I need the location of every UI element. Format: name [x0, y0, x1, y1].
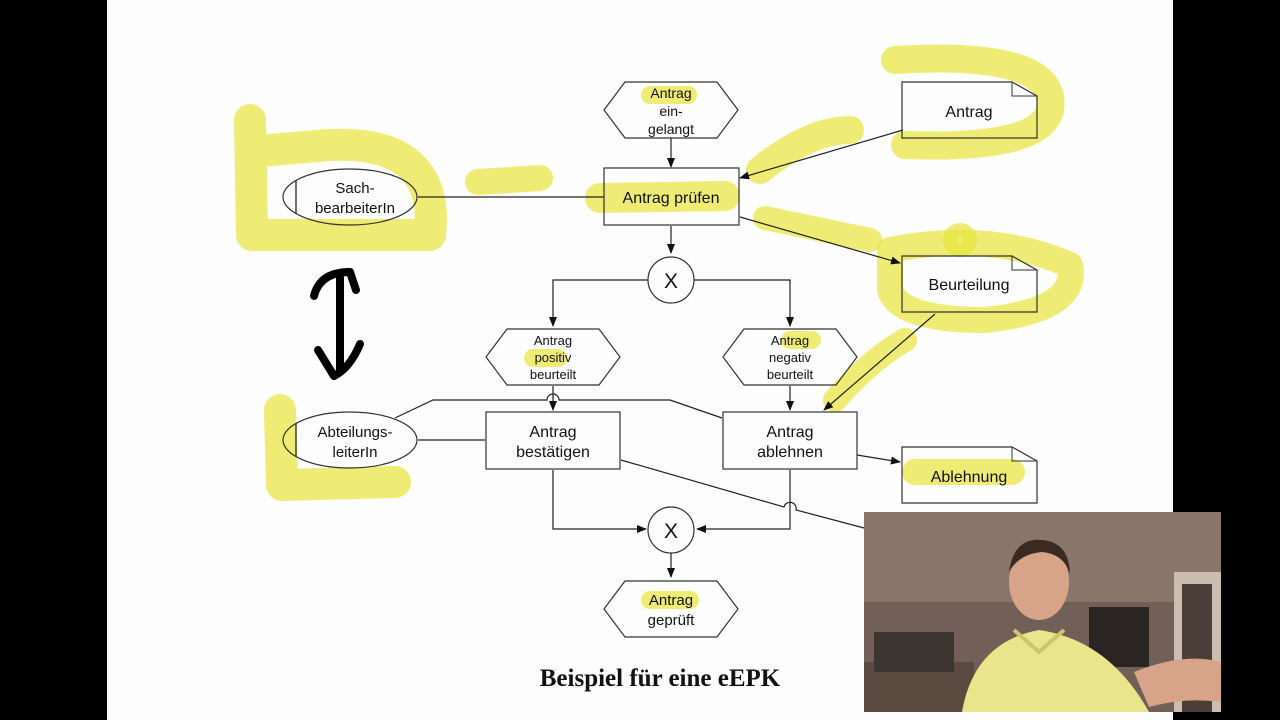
event-start-line2: ein-	[659, 103, 683, 119]
highlight-arrow-antrag	[746, 116, 864, 184]
function-confirm: Antrag bestätigen	[485, 411, 621, 470]
event-start: Antrag ein- gelangt	[603, 81, 739, 139]
connector-antrag-check	[739, 129, 904, 180]
xor-join-label: X	[664, 520, 678, 543]
double-arrow-icon	[310, 268, 364, 380]
org-unit-head: Abteilungs- leiterIn	[282, 411, 418, 469]
connector-head-reject	[394, 393, 723, 419]
org-unit-clerk: Sach- bearbeiterIn	[282, 168, 418, 226]
document-ablehnung: Ablehnung	[901, 446, 1038, 504]
event-start-line1: Antrag	[650, 85, 691, 101]
event-positive-line1: Antrag	[534, 333, 572, 348]
document-antrag-label: Antrag	[945, 104, 992, 121]
highlight-bracket-bottom	[264, 394, 411, 501]
function-check: Antrag prüfen	[603, 167, 740, 226]
xor-split-label: X	[664, 270, 678, 293]
xor-join: X	[647, 506, 695, 554]
connector-confirm-webcam	[620, 459, 865, 529]
highlight-arrow-reject	[823, 328, 917, 412]
document-antrag: Antrag	[901, 81, 1038, 139]
connector-reject-join	[696, 470, 791, 533]
org-unit-clerk-line1: Sach-	[335, 180, 374, 197]
document-ablehnung-label: Ablehnung	[931, 469, 1008, 486]
connector-confirm-join	[552, 470, 647, 533]
connector-beurteilung-reject	[823, 313, 936, 411]
function-check-label: Antrag prüfen	[623, 190, 720, 207]
presenter-video	[864, 512, 1221, 712]
document-beurteilung-label: Beurteilung	[929, 277, 1010, 294]
xor-split: X	[647, 256, 695, 304]
org-unit-head-line2: leiterIn	[332, 444, 377, 461]
connector-xor-negative	[694, 279, 794, 327]
highlight-arrow-beurteilung	[753, 206, 882, 252]
document-beurteilung: Beurteilung	[901, 255, 1038, 313]
connector-reject-ablehnung	[856, 454, 901, 465]
event-negative-line2: negativ	[769, 350, 811, 365]
function-reject-line2: ablehnen	[757, 444, 823, 461]
event-negative: Antrag negativ beurteilt	[722, 328, 858, 386]
presenter-video-icon	[864, 512, 1221, 712]
event-positive: Antrag positiv beurteilt	[485, 328, 621, 386]
highlight-dot	[943, 223, 977, 257]
function-reject: Antrag ablehnen	[722, 411, 858, 470]
function-reject-line1: Antrag	[766, 424, 813, 441]
function-confirm-line2: bestätigen	[516, 444, 590, 461]
connector-check-beurteilung	[739, 216, 901, 265]
event-end: Antrag geprüft	[603, 580, 739, 638]
event-positive-line2: positiv	[535, 350, 572, 365]
event-negative-line3: beurteilt	[767, 367, 814, 382]
event-start-line3: gelangt	[648, 121, 694, 137]
function-confirm-line1: Antrag	[529, 424, 576, 441]
connector-xor-positive	[549, 279, 648, 327]
event-end-line1: Antrag	[649, 592, 693, 609]
connectors	[394, 129, 936, 578]
event-end-line2: geprüft	[648, 612, 696, 629]
org-unit-clerk-line2: bearbeiterIn	[315, 200, 395, 217]
highlighter-annotations	[234, 44, 1084, 609]
highlight-dash	[465, 165, 553, 195]
highlight-bracket-top	[234, 104, 447, 251]
slide-caption: Beispiel für eine eEPK	[540, 665, 781, 692]
org-unit-head-line1: Abteilungs-	[317, 424, 392, 441]
highlight-antrag-pruefen	[585, 181, 740, 213]
event-negative-line1: Antrag	[771, 333, 809, 348]
highlight-antrag-doc	[881, 44, 1065, 160]
event-positive-line3: beurteilt	[530, 367, 577, 382]
